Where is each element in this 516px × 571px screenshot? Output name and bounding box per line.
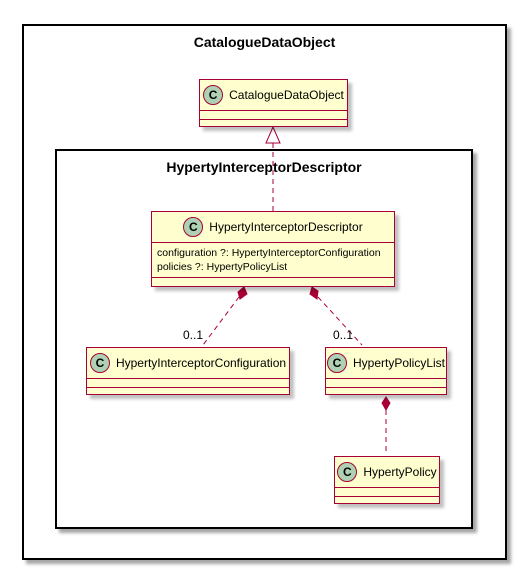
class-stereotype-icon: C bbox=[183, 217, 204, 237]
class-attributes bbox=[335, 488, 439, 497]
inheritance-arrowhead bbox=[265, 125, 281, 144]
multiplicity-policies: 0..1 bbox=[333, 328, 354, 342]
class-catalogue-data-object[interactable]: C CatalogueDataObject bbox=[199, 79, 348, 127]
class-header: C HypertyPolicyList bbox=[326, 348, 446, 379]
package-title: HypertyInterceptorDescriptor bbox=[166, 159, 362, 175]
class-attributes: configuration ?: HypertyInterceptorConfi… bbox=[152, 243, 394, 278]
class-name: CatalogueDataObject bbox=[229, 88, 344, 102]
class-stereotype-icon: C bbox=[337, 462, 358, 482]
class-name: HypertyPolicy bbox=[363, 465, 437, 479]
class-attributes bbox=[326, 379, 446, 388]
composition-line-configuration bbox=[202, 296, 240, 346]
class-stereotype-icon: C bbox=[326, 353, 347, 373]
class-attributes bbox=[200, 111, 347, 120]
multiplicity-configuration: 0..1 bbox=[183, 328, 204, 342]
class-header: C CatalogueDataObject bbox=[200, 80, 347, 111]
class-header: C HypertyInterceptorDescriptor bbox=[152, 212, 394, 243]
class-stereotype-icon: C bbox=[89, 353, 110, 373]
class-name: HypertyInterceptorDescriptor bbox=[209, 220, 363, 234]
class-hyperty-policy-list[interactable]: C HypertyPolicyList bbox=[325, 347, 447, 395]
composition-diamond-configuration bbox=[237, 286, 248, 300]
class-name: HypertyInterceptorConfiguration bbox=[115, 356, 287, 370]
package-title: CatalogueDataObject bbox=[193, 34, 336, 50]
class-hyperty-policy[interactable]: C HypertyPolicy bbox=[334, 456, 440, 504]
composition-diamond-policies bbox=[309, 286, 319, 300]
class-header: C HypertyPolicy bbox=[335, 457, 439, 488]
attribute-configuration: configuration ?: HypertyInterceptorConfi… bbox=[157, 247, 381, 259]
class-name: HypertyPolicyList bbox=[352, 356, 446, 370]
class-methods bbox=[152, 278, 394, 286]
class-header: C HypertyInterceptorConfiguration bbox=[87, 348, 289, 379]
composition-diamond-policy bbox=[381, 396, 391, 412]
class-stereotype-icon: C bbox=[203, 85, 224, 105]
attribute-policies: policies ?: HypertyPolicyList bbox=[157, 261, 288, 273]
class-attributes bbox=[87, 379, 289, 388]
composition-line-policies bbox=[317, 296, 363, 346]
class-hyperty-interceptor-configuration[interactable]: C HypertyInterceptorConfiguration bbox=[86, 347, 290, 395]
class-hyperty-interceptor-descriptor[interactable]: C HypertyInterceptorDescriptor configura… bbox=[151, 211, 395, 287]
